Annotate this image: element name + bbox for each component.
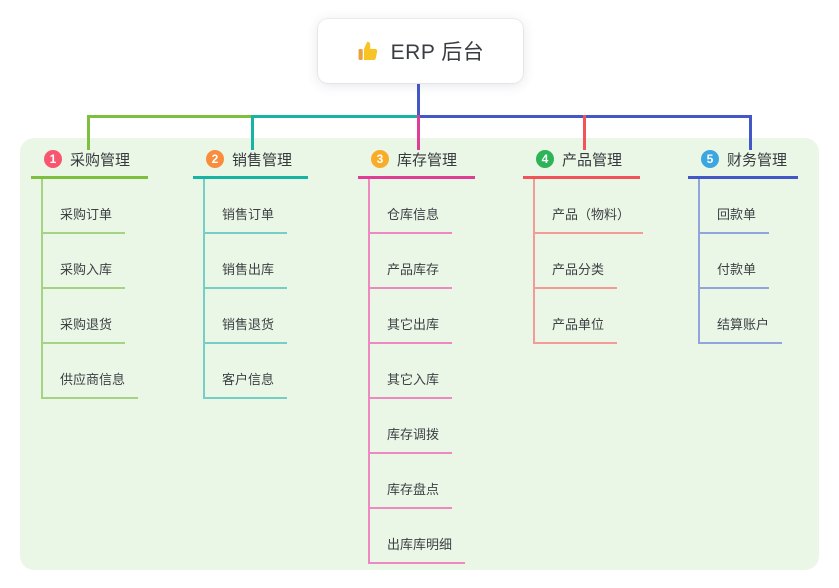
branch-column-1: 1 采购管理 采购订单 采购入库 采购退货 供应商信息 (31, 140, 148, 399)
child-row: 采购入库 (43, 234, 148, 289)
branch-column-3: 3 库存管理 仓库信息 产品库存 其它出库 其它入库 库存调拨 库存盘点 出库库… (358, 140, 475, 564)
child-row: 出库库明细 (370, 509, 475, 564)
child-row: 采购退货 (43, 289, 148, 344)
child-node[interactable]: 其它入库 (370, 369, 453, 399)
child-row: 产品单位 (535, 289, 640, 344)
child-row: 客户信息 (205, 344, 308, 399)
branch-number-badge: 1 (44, 150, 62, 168)
branch-column-5: 5 财务管理 回款单 付款单 结算账户 (688, 140, 798, 344)
child-node[interactable]: 销售退货 (205, 314, 288, 344)
child-row: 产品库存 (370, 234, 475, 289)
child-node[interactable]: 出库库明细 (370, 534, 466, 564)
child-node[interactable]: 采购退货 (43, 314, 126, 344)
children-connector: 仓库信息 产品库存 其它出库 其它入库 库存调拨 库存盘点 出库库明细 (368, 179, 475, 564)
child-node[interactable]: 产品单位 (535, 314, 618, 344)
branch-column-2: 2 销售管理 销售订单 销售出库 销售退货 客户信息 (193, 140, 308, 399)
child-node[interactable]: 付款单 (700, 259, 770, 289)
connector-line (87, 115, 90, 150)
child-node[interactable]: 采购订单 (43, 204, 126, 234)
branch-node[interactable]: 1 采购管理 (31, 140, 148, 179)
child-node[interactable]: 结算账户 (700, 314, 783, 344)
children-connector: 回款单 付款单 结算账户 (698, 179, 798, 344)
branch-node[interactable]: 3 库存管理 (358, 140, 475, 179)
connector-line (251, 115, 420, 118)
child-node[interactable]: 采购入库 (43, 259, 126, 289)
child-row: 回款单 (700, 179, 798, 234)
child-node[interactable]: 销售订单 (205, 204, 288, 234)
child-row: 库存调拨 (370, 399, 475, 454)
branch-column-4: 4 产品管理 产品（物料） 产品分类 产品单位 (523, 140, 644, 344)
branch-node[interactable]: 2 销售管理 (193, 140, 308, 179)
child-row: 采购订单 (43, 179, 148, 234)
child-node[interactable]: 库存调拨 (370, 424, 453, 454)
branch-number-badge: 2 (206, 150, 224, 168)
child-node[interactable]: 库存盘点 (370, 479, 453, 509)
child-node[interactable]: 产品库存 (370, 259, 453, 289)
child-row: 库存盘点 (370, 454, 475, 509)
child-node[interactable]: 产品（物料） (535, 204, 644, 234)
branch-node[interactable]: 5 财务管理 (688, 140, 798, 179)
branch-label: 财务管理 (727, 151, 788, 169)
root-label: ERP 后台 (390, 41, 485, 64)
child-node[interactable]: 供应商信息 (43, 369, 139, 399)
child-node[interactable]: 客户信息 (205, 369, 288, 399)
child-row: 仓库信息 (370, 179, 475, 234)
branch-node[interactable]: 4 产品管理 (523, 140, 640, 179)
connector-line (583, 115, 586, 150)
child-node[interactable]: 回款单 (700, 204, 770, 234)
child-row: 结算账户 (700, 289, 798, 344)
connector-line (417, 115, 420, 150)
child-row: 产品（物料） (535, 179, 644, 234)
child-row: 供应商信息 (43, 344, 148, 399)
branch-number-badge: 5 (701, 150, 719, 168)
connector-line (417, 82, 420, 118)
child-row: 销售出库 (205, 234, 308, 289)
child-node[interactable]: 产品分类 (535, 259, 618, 289)
child-row: 销售退货 (205, 289, 308, 344)
branch-label: 采购管理 (70, 151, 131, 169)
branch-label: 销售管理 (232, 151, 293, 169)
children-connector: 产品（物料） 产品分类 产品单位 (533, 179, 644, 344)
children-connector: 采购订单 采购入库 采购退货 供应商信息 (41, 179, 148, 399)
root-node[interactable]: ERP 后台 (318, 19, 523, 83)
child-node[interactable]: 其它出库 (370, 314, 453, 344)
child-node[interactable]: 仓库信息 (370, 204, 453, 234)
branch-number-badge: 3 (371, 150, 389, 168)
thumbs-up-icon (357, 39, 381, 63)
child-node[interactable]: 销售出库 (205, 259, 288, 289)
connector-line (87, 115, 254, 118)
child-row: 销售订单 (205, 179, 308, 234)
branch-number-badge: 4 (536, 150, 554, 168)
connector-line (251, 115, 254, 150)
child-row: 其它入库 (370, 344, 475, 399)
branches-panel (20, 138, 819, 570)
child-row: 付款单 (700, 234, 798, 289)
branch-label: 库存管理 (397, 151, 458, 169)
branch-label: 产品管理 (562, 151, 623, 169)
children-connector: 销售订单 销售出库 销售退货 客户信息 (203, 179, 308, 399)
child-row: 产品分类 (535, 234, 640, 289)
child-row: 其它出库 (370, 289, 475, 344)
connector-line (749, 115, 752, 150)
